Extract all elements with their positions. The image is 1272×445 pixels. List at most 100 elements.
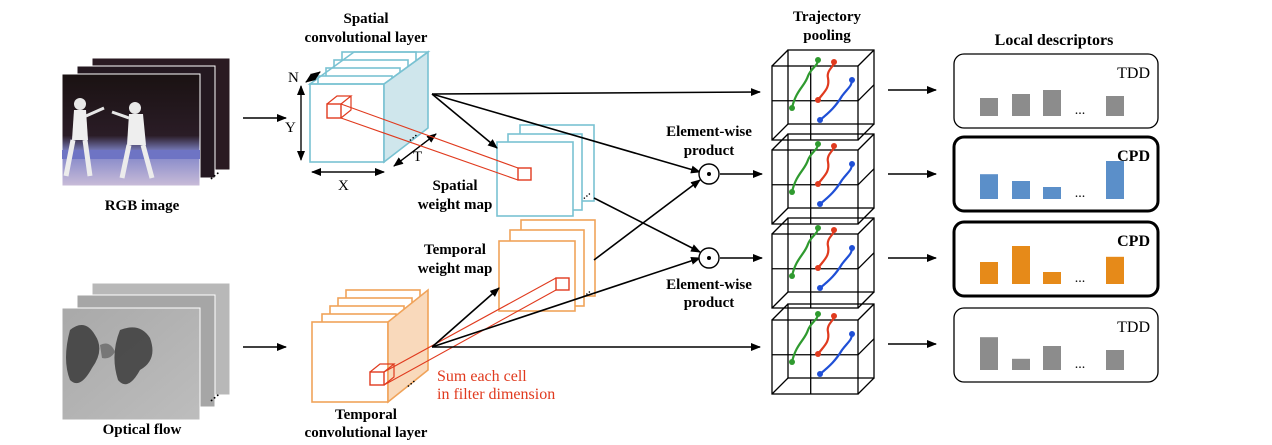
optical-flow-label: Optical flow xyxy=(103,422,182,438)
descriptor-bar xyxy=(1106,161,1124,199)
descriptor-bar xyxy=(1043,90,1061,116)
trajectory-pooling-title-2: pooling xyxy=(803,28,851,44)
descriptor-panel: CPD... xyxy=(952,135,1160,213)
descriptor-bar xyxy=(1043,272,1061,284)
elementwise-product-top xyxy=(698,163,720,185)
trajectory-path xyxy=(817,145,836,185)
ew-product-top-title-1: Element-wise xyxy=(666,124,752,140)
trajectory-point xyxy=(815,311,821,317)
flow-arrows xyxy=(431,88,763,351)
trajectory-point xyxy=(849,245,855,251)
trajectory-point xyxy=(849,331,855,337)
trajectory-point xyxy=(849,77,855,83)
descriptor-arrows xyxy=(888,86,937,348)
trajectory-cube xyxy=(771,217,875,309)
descriptor-bar xyxy=(1012,358,1030,370)
descriptor-ellipsis: ... xyxy=(1075,103,1086,118)
trajectory-path xyxy=(790,143,820,193)
descriptor-label: CPD xyxy=(1117,233,1150,250)
trajectory-cubes xyxy=(771,49,875,395)
descriptor-bar xyxy=(980,98,998,116)
descriptor-bar xyxy=(980,262,998,284)
trajectory-point xyxy=(831,313,837,319)
axis-t-label: T xyxy=(413,149,422,165)
spatial-weight-map xyxy=(496,124,595,217)
trajectory-point xyxy=(815,351,821,357)
trajectory-path xyxy=(819,163,854,205)
temporal-conv-layer xyxy=(311,288,429,404)
trajectory-point xyxy=(817,117,823,123)
trajectory-point xyxy=(831,143,837,149)
descriptor-label: CPD xyxy=(1117,148,1150,165)
trajectory-point xyxy=(849,161,855,167)
descriptor-bar xyxy=(1012,94,1030,116)
trajectory-path xyxy=(790,313,820,363)
trajectory-path xyxy=(819,247,854,289)
spatial-map-title-2: weight map xyxy=(418,197,493,213)
trajectory-pooling-title-1: Trajectory xyxy=(793,9,862,25)
descriptor-panel: CPD... xyxy=(952,220,1160,298)
descriptor-panel: TDD... xyxy=(953,307,1159,383)
temporal-layer-title-2: convolutional layer xyxy=(305,425,428,441)
descriptor-panels: TDD...CPD...CPD...TDD... xyxy=(952,53,1160,383)
descriptor-bar xyxy=(1012,246,1030,284)
sum-note-line-1: Sum each cell xyxy=(437,368,527,385)
trajectory-path xyxy=(817,315,836,355)
trajectory-point xyxy=(789,359,795,365)
descriptor-bar xyxy=(1106,350,1124,370)
ew-product-bottom-title-1: Element-wise xyxy=(666,277,752,293)
spatial-layer-title-1: Spatial xyxy=(343,11,388,27)
trajectory-cube xyxy=(771,303,875,395)
local-descriptors-title: Local descriptors xyxy=(995,32,1114,49)
descriptor-bar xyxy=(980,174,998,199)
descriptor-bar xyxy=(1012,181,1030,199)
trajectory-point xyxy=(815,57,821,63)
spatial-axes xyxy=(297,71,437,176)
spatial-layer-title-2: convolutional layer xyxy=(305,30,428,46)
sum-projection-lines xyxy=(340,103,557,386)
ew-product-top-title-2: product xyxy=(684,143,735,159)
axis-x-label: X xyxy=(338,178,349,194)
descriptor-bar xyxy=(1106,256,1124,284)
trajectory-cube xyxy=(771,49,875,141)
descriptor-bar xyxy=(1043,346,1061,370)
temporal-map-cell xyxy=(555,277,570,291)
axis-y-label: Y xyxy=(285,120,296,136)
trajectory-point xyxy=(815,181,821,187)
temporal-map-title-1: Temporal xyxy=(424,242,486,258)
temporal-layer-title-1: Temporal xyxy=(335,407,397,423)
descriptor-bar xyxy=(1106,96,1124,116)
axis-n-label: N xyxy=(288,70,299,86)
descriptor-ellipsis: ... xyxy=(1075,186,1086,201)
spatial-map-title-1: Spatial xyxy=(432,178,477,194)
trajectory-path xyxy=(817,229,836,269)
spatial-map-cell xyxy=(517,167,532,181)
trajectory-point xyxy=(817,201,823,207)
rgb-image-stack: ... xyxy=(61,57,231,187)
spatial-conv-layer xyxy=(307,50,431,164)
trajectory-point xyxy=(815,225,821,231)
temporal-map-title-2: weight map xyxy=(418,261,493,277)
spatial-filter-cell xyxy=(326,103,342,119)
trajectory-point xyxy=(831,59,837,65)
trajectory-path xyxy=(790,227,820,277)
trajectory-point xyxy=(817,371,823,377)
trajectory-path xyxy=(790,59,820,109)
trajectory-point xyxy=(817,285,823,291)
descriptor-ellipsis: ... xyxy=(1075,357,1086,372)
temporal-weight-map xyxy=(498,219,596,312)
rgb-image-label: RGB image xyxy=(105,198,180,214)
trajectory-path xyxy=(817,61,836,101)
ew-product-bottom-title-2: product xyxy=(684,295,735,311)
descriptor-bar xyxy=(980,337,998,370)
trajectory-point xyxy=(789,189,795,195)
optical-flow-frame xyxy=(61,307,201,421)
trajectory-point xyxy=(815,141,821,147)
trajectory-point xyxy=(831,227,837,233)
temporal-filter-cell xyxy=(369,371,385,386)
descriptor-label: TDD xyxy=(1117,65,1150,82)
optical-flow-stack: ... xyxy=(61,282,231,421)
trajectory-point xyxy=(789,273,795,279)
sum-note-line-2: in filter dimension xyxy=(437,386,555,403)
